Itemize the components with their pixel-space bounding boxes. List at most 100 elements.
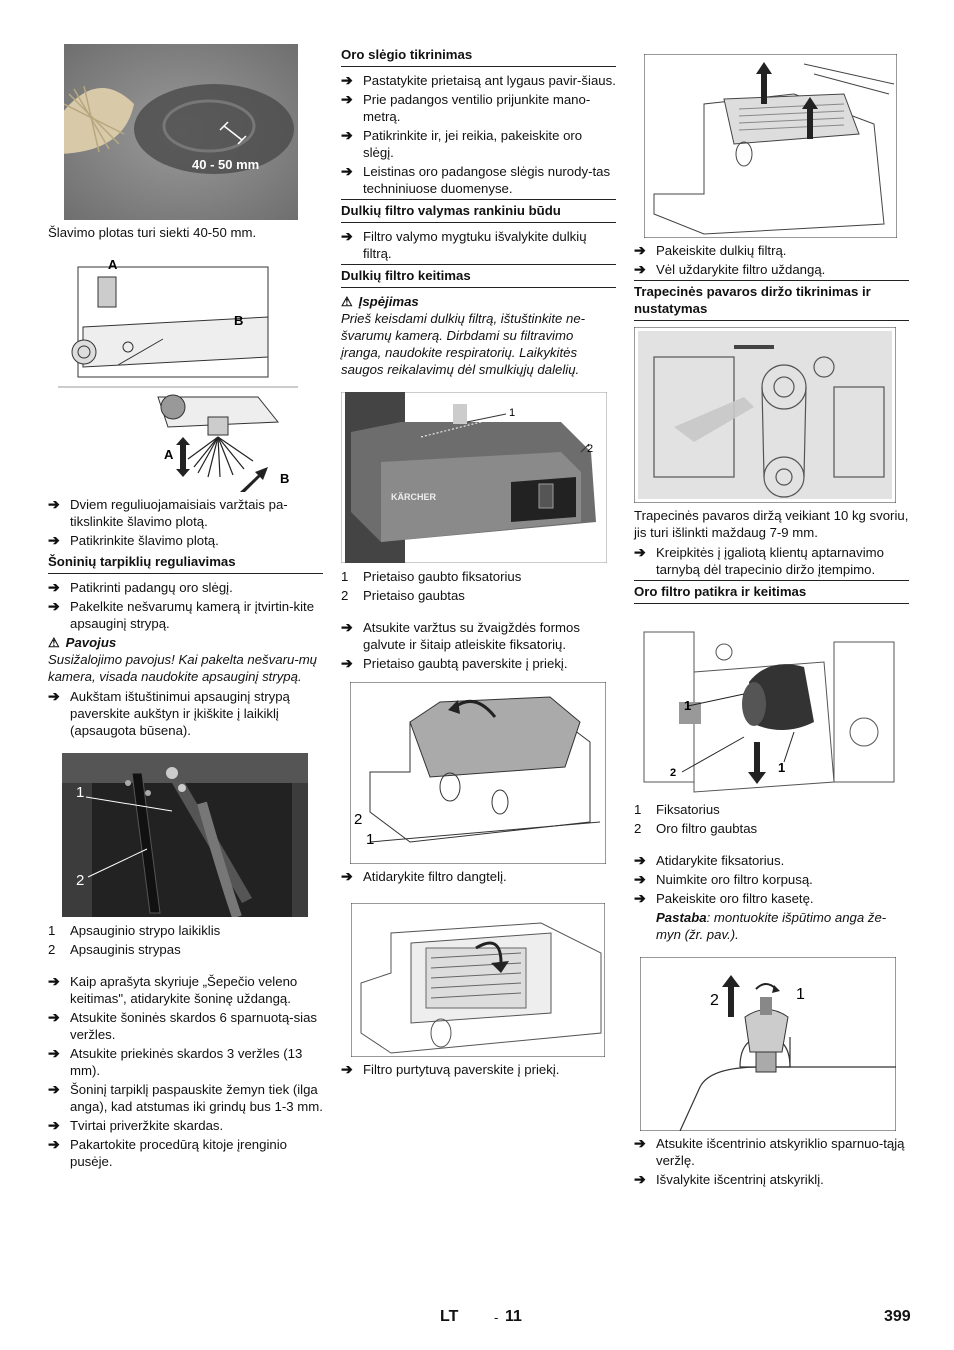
instruction-step: ➔ Šoninį tarpiklį paspauskite žemyn tiek …: [48, 1081, 323, 1115]
note-air-filter: Pastaba: montuokite išpūtimo anga že-myn…: [656, 909, 909, 943]
label-2: 2: [587, 443, 593, 455]
step-text: Filtro purtytuvą paverskite į priekį.: [363, 1062, 560, 1077]
arrow-right-icon: ➔: [48, 973, 60, 989]
label-2: 2: [76, 872, 84, 889]
figure-adjust-screws: A B A B: [48, 247, 323, 492]
footer-separator: -: [494, 1310, 499, 1325]
step-text: Pakeiskite oro filtro kasetę.: [656, 891, 814, 906]
instruction-step: ➔Atidarykite fiksatorius.: [634, 852, 909, 869]
arrow-right-icon: ➔: [634, 261, 646, 277]
heading-air-pressure: Oro slėgio tikrinimas: [341, 44, 616, 67]
arrow-right-icon: ➔: [48, 1081, 60, 1097]
heading-manual-filter-clean: Dulkių filtro valymas rankiniu būdu: [341, 199, 616, 223]
instruction-step: ➔Tvirtai priveržkite skardas.: [48, 1117, 323, 1134]
warning-text: Prieš keisdami dulkių filtrą, ištuštinki…: [341, 311, 586, 377]
figure-safety-rod: 1 2: [62, 753, 323, 917]
arrow-right-icon: ➔: [48, 532, 60, 548]
step-text: Atsukite varžtus su žvaigždės formos gal…: [363, 620, 580, 652]
steps-open-hood: ➔ Atsukite varžtus su žvaigždės formos ga…: [341, 619, 616, 672]
figure-cyclone-separator: 2 1: [640, 957, 909, 1131]
arrow-right-icon: ➔: [48, 688, 60, 704]
figure-machine-hood: KÄRCHER 1 2: [341, 392, 616, 563]
instruction-step: ➔Prie padangos ventilio prijunkite mano-…: [341, 91, 616, 125]
legend-text: Prietaiso gaubtas: [363, 588, 465, 603]
step-text: Pastatykite prietaisą ant lygaus pavir-š…: [363, 73, 616, 88]
instruction-step: ➔ Aukštam ištuštinimui apsauginį strypą p…: [48, 688, 323, 739]
label-a-bottom: A: [164, 447, 174, 462]
arrow-right-icon: ➔: [634, 242, 646, 258]
steps-tilt-shaker: ➔Filtro purtytuvą paverskite į priekį.: [341, 1061, 616, 1078]
brand-logo: KÄRCHER: [391, 492, 437, 502]
step-text: Pakelkite nešvarumų kamerą ir įtvirtin-k…: [70, 599, 315, 631]
label-2: 2: [710, 992, 719, 1009]
figure-v-belt: [634, 327, 909, 503]
danger-title: ⚠Pavojus: [48, 634, 323, 651]
label-a-top: A: [108, 257, 118, 272]
instruction-step: ➔Atsukite priekinės skardos 3 veržles (1…: [48, 1045, 323, 1079]
instruction-step: ➔ Išvalykite išcentrinį atskyriklį.: [634, 1171, 909, 1188]
steps-air-pressure: ➔ Pastatykite prietaisą ant lygaus pavir-…: [341, 72, 616, 197]
label-1-left: 1: [684, 698, 691, 713]
instruction-step: ➔Nuimkite oro filtro korpusą.: [634, 871, 909, 888]
legend-number: 2: [341, 588, 349, 603]
instruction-step: ➔Kaip aprašyta skyriuje „Šepečio veleno …: [48, 973, 323, 1007]
danger-label: Pavojus: [65, 635, 117, 650]
instruction-step: ➔Atidarykite filtro dangtelį.: [341, 868, 616, 885]
step-text: Atsukite priekinės skardos 3 veržles (13…: [70, 1046, 303, 1078]
arrow-right-icon: ➔: [341, 228, 353, 244]
column-2: Oro slėgio tikrinimas ➔ Pastatykite priet…: [341, 44, 616, 1080]
legend-text: Apsauginio strypo laikiklis: [70, 923, 221, 938]
step-text: Aukštam ištuštinimui apsauginį strypą pa…: [70, 689, 290, 738]
caption-sweep-width: Šlavimo plotas turi siekti 40-50 mm.: [48, 225, 257, 240]
step-text: Dviem reguliuojamaisiais varžtais pa-tik…: [70, 497, 288, 529]
page-footer: LT - 11 399: [0, 1308, 954, 1332]
step-text: Šoninį tarpiklį paspauskite žemyn tiek (…: [70, 1082, 323, 1114]
legend-number: 1: [634, 802, 642, 817]
figure-filter-replace: [644, 54, 909, 238]
step-text: Patikrinkite ir, jei reikia, pakeiskite …: [363, 128, 583, 160]
arrow-right-icon: ➔: [634, 890, 646, 906]
arrow-right-icon: ➔: [341, 91, 353, 107]
instruction-step: ➔Patikrinkite šlavimo plotą.: [48, 532, 323, 549]
warning-label: Įspėjimas: [358, 294, 419, 309]
label-1-right: 1: [778, 760, 785, 775]
instruction-step: ➔Vėl uždarykite filtro uždangą.: [634, 261, 909, 278]
arrow-right-icon: ➔: [48, 1009, 60, 1025]
arrow-right-icon: ➔: [48, 1136, 60, 1152]
column-3: ➔Pakeiskite dulkių filtrą. ➔Vėl uždarykit…: [634, 44, 909, 1190]
instruction-step: ➔Pakeiskite dulkių filtrą.: [634, 242, 909, 259]
legend-text: Apsauginis strypas: [70, 942, 181, 957]
legend-item: 2 Prietaiso gaubtas: [341, 586, 616, 605]
arrow-right-icon: ➔: [634, 1135, 646, 1151]
figure-filter-shaker: [351, 903, 616, 1057]
label-1: 1: [76, 784, 84, 801]
label-b-top: B: [234, 313, 243, 328]
step-text: Patikrinti padangų oro slėgį.: [70, 580, 233, 595]
instruction-step: ➔Prietaiso gaubtą paverskite į priekį.: [341, 655, 616, 672]
steps-side-seals-prep: ➔Patikrinti padangų oro slėgį.➔Pakelkite…: [48, 579, 323, 632]
arrow-right-icon: ➔: [341, 619, 353, 635]
steps-cyclone-separator: ➔Atsukite išcentrinio atskyriklio sparnu…: [634, 1135, 909, 1188]
arrow-right-icon: ➔: [634, 1171, 646, 1187]
figure-air-filter: 1 2 1: [634, 612, 909, 796]
legend-text: Oro filtro gaubtas: [656, 821, 758, 836]
arrow-right-icon: ➔: [48, 598, 60, 614]
arrow-right-icon: ➔: [48, 496, 60, 512]
step-text: Atidarykite filtro dangtelį.: [363, 869, 507, 884]
instruction-step: ➔Patikrinkite ir, jei reikia, pakeiskite…: [341, 127, 616, 161]
step-text: Išvalykite išcentrinį atskyriklį.: [656, 1172, 824, 1187]
steps-open-filter-lid: ➔Atidarykite filtro dangtelį.: [341, 868, 616, 885]
arrow-right-icon: ➔: [341, 163, 353, 179]
label-2: 2: [354, 811, 362, 828]
instruction-step: ➔ Atsukite varžtus su žvaigždės formos ga…: [341, 619, 616, 653]
arrow-right-icon: ➔: [634, 871, 646, 887]
label-1: 1: [796, 986, 805, 1003]
legend-number: 1: [341, 569, 349, 584]
note-label: Pastaba: [656, 910, 707, 925]
steps-safety-rod: ➔ Aukštam ištuštinimui apsauginį strypą p…: [48, 688, 323, 739]
instruction-step: ➔Pakartokite procedūrą kitoje įrenginio …: [48, 1136, 323, 1170]
legend-text: Prietaiso gaubto fiksatorius: [363, 569, 522, 584]
